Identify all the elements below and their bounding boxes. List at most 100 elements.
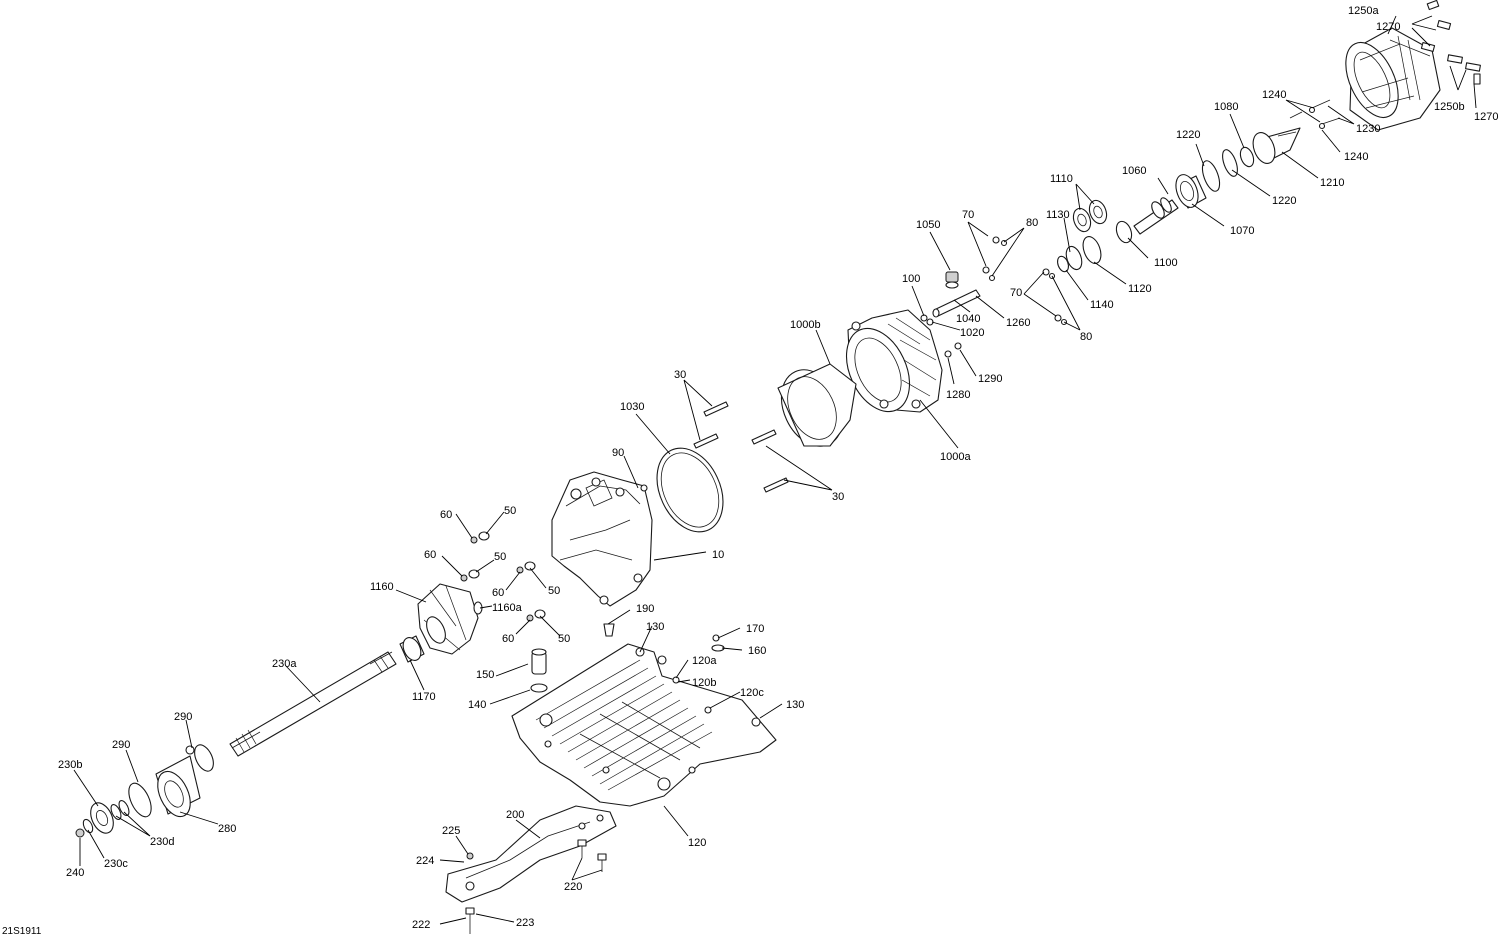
bearings <box>1072 199 1108 233</box>
support-bracket <box>445 805 617 903</box>
callout-160: 160 <box>748 645 766 657</box>
screws-222-225 <box>465 852 475 934</box>
callout-222: 222 <box>412 919 430 931</box>
callout-1070: 1070 <box>1230 225 1254 237</box>
callout-1250b: 1250b <box>1434 101 1465 113</box>
callout-1130: 1130 <box>1046 209 1070 221</box>
callout-1040: 1040 <box>956 313 980 325</box>
callout-30: 30 <box>674 369 686 381</box>
callout-1080: 1080 <box>1214 101 1238 113</box>
bolt <box>704 706 712 714</box>
bolt <box>672 676 680 684</box>
callout-1160a: 1160a <box>492 602 523 614</box>
venturi-nozzle <box>1345 27 1441 131</box>
callout-1270: 1270 <box>1474 111 1498 123</box>
callout-1220: 1220 <box>1176 129 1200 141</box>
callout-120b: 120b <box>692 677 716 689</box>
wear-ring <box>777 363 857 447</box>
callout-230d: 230d <box>150 836 174 848</box>
nuts-washers <box>460 531 546 622</box>
pin <box>932 289 981 318</box>
clamp-ring <box>128 782 152 818</box>
callout-60: 60 <box>424 549 436 561</box>
callout-240: 240 <box>66 867 84 879</box>
callout-170: 170 <box>746 623 764 635</box>
o-ring <box>1222 149 1238 177</box>
callout-130: 130 <box>646 621 664 633</box>
fitting-150 <box>530 648 548 693</box>
callout-1250a: 1250a <box>1348 5 1379 17</box>
venturi-bolts <box>1420 0 1481 85</box>
callout-120: 120 <box>688 837 706 849</box>
callout-1290: 1290 <box>978 373 1002 385</box>
boot-seal <box>155 744 214 818</box>
callout-60: 60 <box>492 587 504 599</box>
bolts-1240 <box>1289 99 1341 130</box>
callout-200: 200 <box>506 809 524 821</box>
callout-50: 50 <box>504 505 516 517</box>
callout-1220: 1220 <box>1272 195 1296 207</box>
callout-1280: 1280 <box>946 389 970 401</box>
callout-1170: 1170 <box>412 691 436 703</box>
callout-1260: 1260 <box>1006 317 1030 329</box>
callout-80: 80 <box>1080 331 1092 343</box>
callout-70: 70 <box>1010 287 1022 299</box>
callout-225: 225 <box>442 825 460 837</box>
callout-50: 50 <box>558 633 570 645</box>
callout-1120: 1120 <box>1128 283 1152 295</box>
large-o-ring <box>656 447 724 533</box>
callout-1020: 1020 <box>960 327 984 339</box>
callout-120c: 120c <box>740 687 764 699</box>
callout-1210: 1210 <box>1320 177 1344 189</box>
seal-ring <box>1115 220 1133 244</box>
callout-230a: 230a <box>272 658 297 670</box>
callout-1030: 1030 <box>620 401 644 413</box>
callout-60: 60 <box>502 633 514 645</box>
callout-1230: 1230 <box>1356 123 1380 135</box>
callout-280: 280 <box>218 823 236 835</box>
callout-1270: 1270 <box>1376 21 1400 33</box>
callout-224: 224 <box>416 855 434 867</box>
screws-220 <box>577 839 607 872</box>
callout-120a: 120a <box>692 655 717 667</box>
callout-1140: 1140 <box>1090 299 1114 311</box>
callout-230c: 230c <box>104 858 128 870</box>
drive-shaft <box>229 651 397 757</box>
callout-1050: 1050 <box>916 219 940 231</box>
callout-1240: 1240 <box>1344 151 1368 163</box>
callout-50: 50 <box>548 585 560 597</box>
pump-housing <box>845 309 962 413</box>
callout-1000a: 1000a <box>940 451 971 463</box>
callout-1160: 1160 <box>370 581 394 593</box>
callout-70: 70 <box>962 209 974 221</box>
callout-90: 90 <box>612 447 624 459</box>
intake-housing <box>551 471 653 607</box>
fitting <box>603 623 615 637</box>
callout-80: 80 <box>1026 217 1038 229</box>
leader-lines <box>73 15 1477 925</box>
callout-230b: 230b <box>58 759 82 771</box>
impeller-shaft <box>1133 197 1179 235</box>
drain-plug <box>945 271 959 289</box>
callout-1240: 1240 <box>1262 89 1286 101</box>
bearing-housing <box>1175 174 1207 209</box>
callout-150: 150 <box>476 669 494 681</box>
o-ring <box>1082 236 1102 264</box>
seal-carrier <box>90 802 114 834</box>
impeller <box>417 583 479 655</box>
studs <box>693 401 789 493</box>
callout-220: 220 <box>564 881 582 893</box>
spacer <box>1057 255 1069 273</box>
callout-1110: 1110 <box>1050 173 1073 185</box>
callout-10: 10 <box>712 549 724 561</box>
callout-100: 100 <box>902 273 920 285</box>
callout-130: 130 <box>786 699 804 711</box>
o-ring <box>1201 160 1221 192</box>
ride-plate <box>511 643 777 807</box>
callout-1100: 1100 <box>1154 257 1178 269</box>
o-ring <box>110 804 122 820</box>
reference-code: 21S1911 <box>2 926 42 937</box>
bushing <box>399 635 425 663</box>
callout-30: 30 <box>832 491 844 503</box>
